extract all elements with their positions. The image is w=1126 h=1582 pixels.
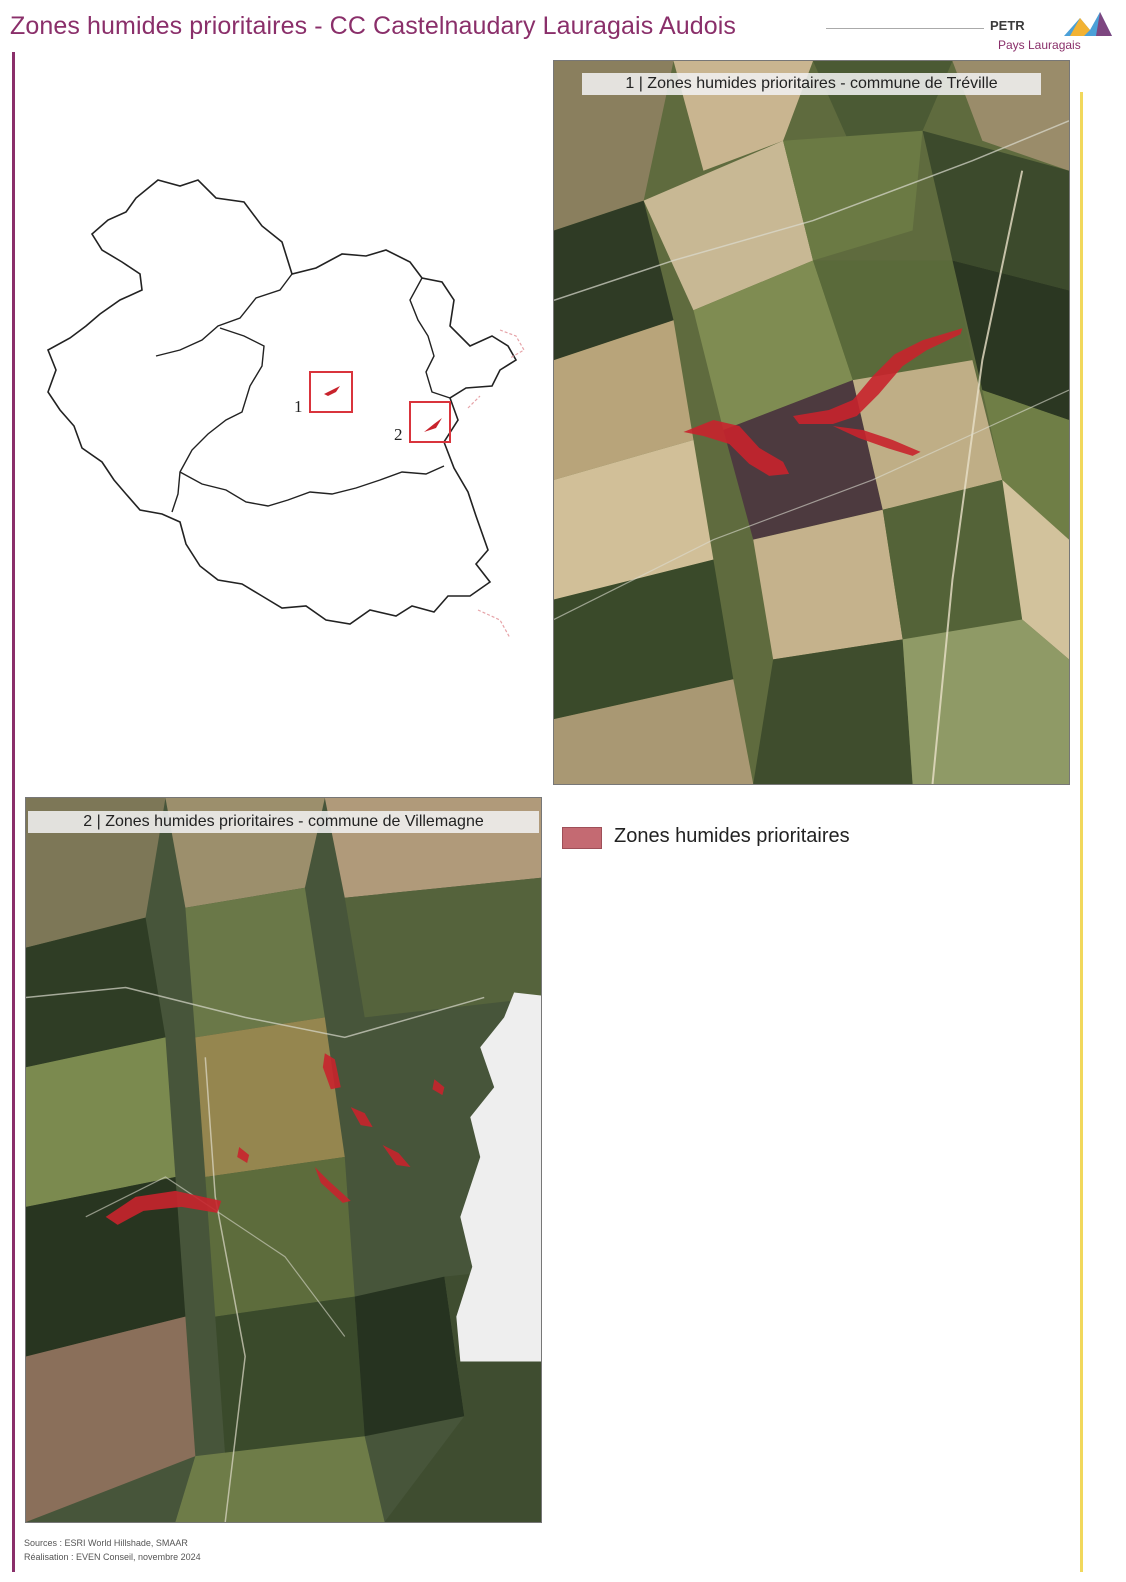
map-villemagne-title: 2 | Zones humides prioritaires - commune…: [28, 811, 539, 833]
commune-boundary-north: [155, 273, 293, 357]
legend: Zones humides prioritaires: [562, 824, 922, 854]
logo-sub-text: Pays Lauragais: [998, 38, 1081, 52]
wetland-zone-villemagne-7[interactable]: [432, 1079, 445, 1096]
wetland-zone-treville-2[interactable]: [793, 328, 963, 424]
inset-box-1[interactable]: [309, 371, 353, 413]
sources-line: Sources : ESRI World Hillshade, SMAAR: [24, 1538, 188, 1548]
inset-label-2: 2: [394, 425, 403, 444]
logo: PETR Pays Lauragais: [990, 8, 1118, 56]
wetland-zone-villemagne-5[interactable]: [314, 1166, 351, 1203]
title-rule: [826, 28, 984, 29]
commune-boundary-centre: [171, 327, 265, 513]
territory-outline: [46, 179, 518, 625]
inset-box-2[interactable]: [409, 401, 451, 443]
legend-label-wetland: Zones humides prioritaires: [614, 825, 850, 847]
wetland-zone-villemagne-6[interactable]: [237, 1147, 250, 1163]
wetland-zone-treville-3[interactable]: [832, 425, 921, 456]
right-frame-bar: [1080, 92, 1083, 1572]
wetland-zone-villemagne-4[interactable]: [382, 1145, 411, 1167]
page-title: Zones humides prioritaires - CC Castelna…: [10, 12, 736, 40]
wetland-zone-villemagne-1[interactable]: [105, 1190, 222, 1225]
map-treville[interactable]: 1 | Zones humides prioritaires - commune…: [553, 60, 1070, 785]
sources-note: Sources : ESRI World Hillshade, SMAAR Ré…: [24, 1536, 201, 1564]
logo-main-text: PETR: [990, 18, 1025, 33]
commune-boundary-south: [179, 465, 445, 507]
inset-1-wetland: [324, 386, 340, 396]
hillshade-overlay: [456, 992, 541, 1362]
overview-map: 1 2: [30, 150, 550, 670]
logo-mountain-icon: [1064, 12, 1112, 36]
left-frame-bar: [12, 52, 15, 1572]
wetland-zone-villemagne-2[interactable]: [322, 1053, 341, 1090]
wetland-zone-villemagne-3[interactable]: [350, 1107, 373, 1128]
map-treville-title: 1 | Zones humides prioritaires - commune…: [582, 73, 1041, 95]
inset-2-wetland: [424, 418, 442, 432]
legend-swatch-wetland: [562, 827, 602, 849]
map-villemagne[interactable]: 2 | Zones humides prioritaires - commune…: [25, 797, 542, 1523]
wetland-zone-treville-1[interactable]: [683, 420, 790, 476]
credit-line: Réalisation : EVEN Conseil, novembre 202…: [24, 1552, 201, 1562]
inset-label-1: 1: [294, 397, 303, 416]
commune-boundary-east: [409, 277, 451, 399]
neighbour-boundary-east: [467, 329, 525, 639]
